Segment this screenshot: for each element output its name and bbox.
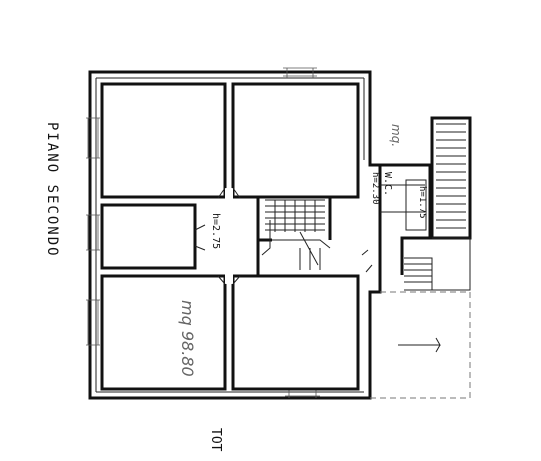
- floor-title: PIANO SECONDO: [44, 122, 60, 258]
- wc-label: W.C.: [382, 172, 393, 196]
- room-bottom-left: [100, 274, 227, 391]
- room-middle-left: [100, 203, 197, 270]
- handwritten-area-note: mq 98.80: [178, 300, 197, 377]
- outer-walls: [88, 70, 382, 400]
- central-stair: [256, 197, 358, 278]
- stair-landing-height: h=1.75: [417, 186, 427, 219]
- exterior-stair: [404, 116, 472, 291]
- room-bottom-right: [231, 274, 360, 391]
- wc-block: [370, 163, 432, 275]
- doors: [194, 187, 373, 285]
- corridor-label: h=2.75: [210, 213, 221, 249]
- windows: [86, 67, 320, 398]
- page-note: TOT: [208, 428, 223, 452]
- terrace-outline: [370, 291, 471, 399]
- room-top-left: [100, 82, 227, 199]
- room-top-right: [231, 82, 360, 199]
- handwritten-side-note: mq.: [389, 124, 403, 147]
- wc-height-label: h=2.30: [370, 172, 380, 205]
